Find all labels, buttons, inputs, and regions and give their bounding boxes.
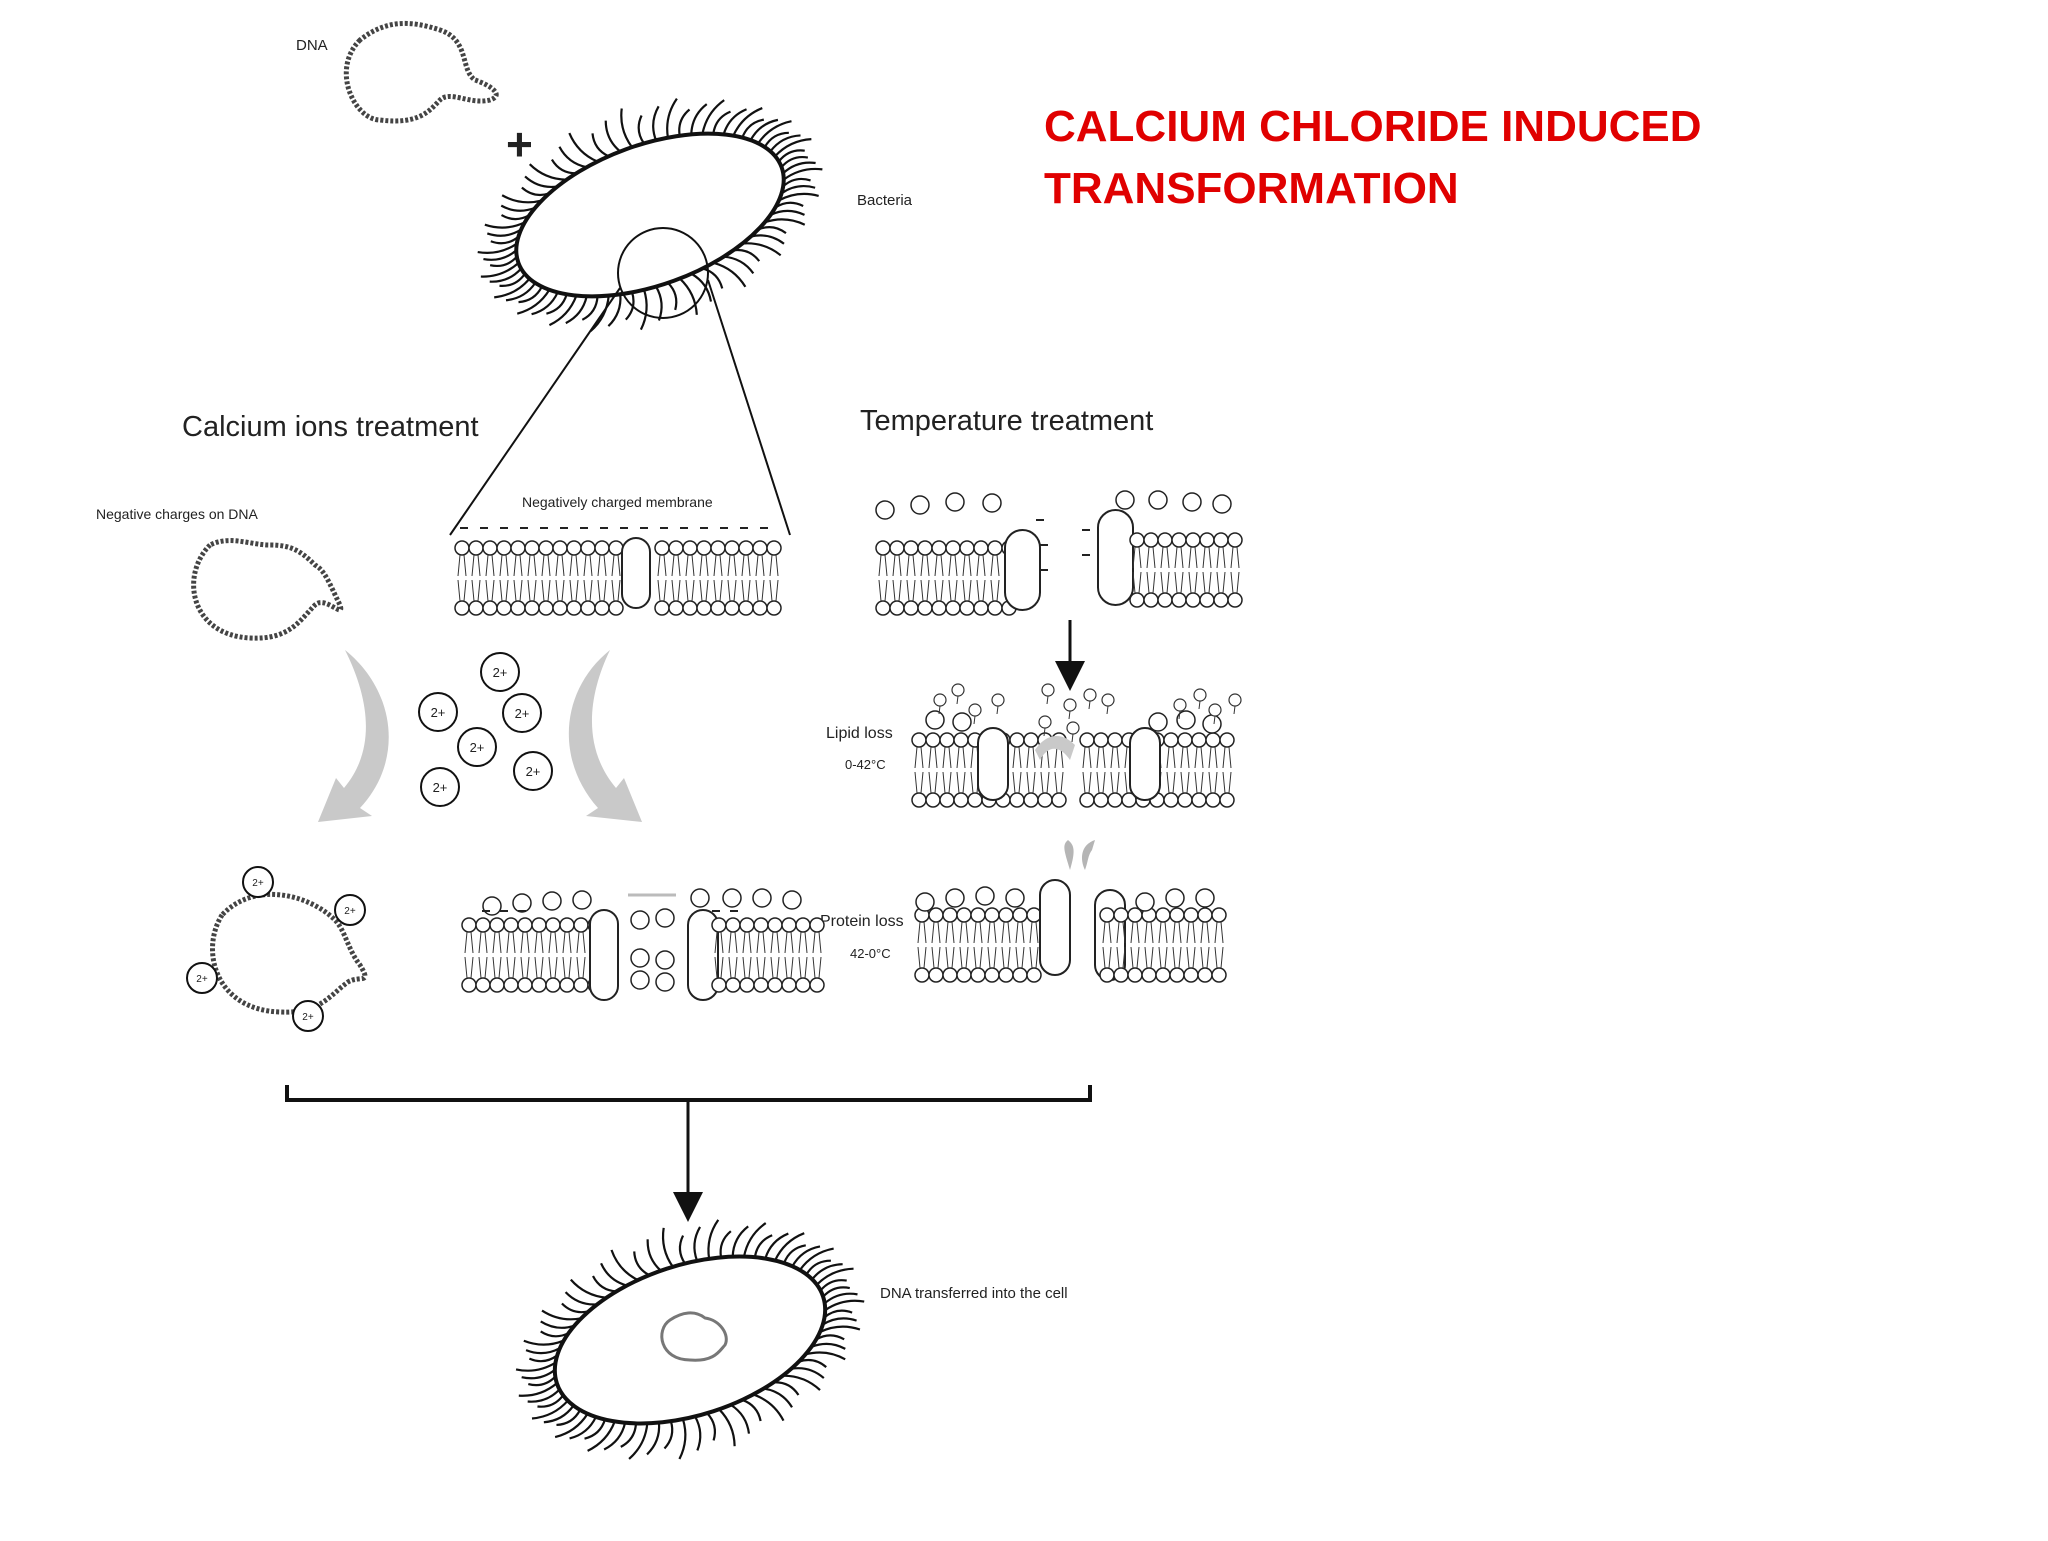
- membrane-lipid-loss: [911, 683, 1242, 808]
- calcium-ion: [420, 767, 460, 807]
- label-dna-transferred: DNA transferred into the cell: [880, 1285, 1068, 1302]
- merge-bracket: [285, 1085, 1092, 1102]
- bacteria-cell-final: [515, 1219, 865, 1460]
- negative-dna-plasmid: [191, 538, 344, 641]
- label-dna: DNA: [296, 37, 328, 54]
- calcium-ion: [457, 727, 497, 767]
- label-protein-temp: 42-0°C: [850, 946, 891, 961]
- calcium-ion: [186, 962, 218, 994]
- ion-label: 2+: [515, 706, 530, 721]
- ion-label: 2+: [344, 906, 356, 917]
- ion-label: 2+: [433, 780, 448, 795]
- ions-bound-to-dna: 2+ 2+ 2+ 2+: [186, 866, 366, 1032]
- heading-temperature-treatment: Temperature treatment: [860, 405, 1153, 437]
- title-line-2: TRANSFORMATION: [1044, 164, 1459, 213]
- ion-label: 2+: [196, 974, 208, 985]
- membrane-temperature-initial: [875, 490, 1243, 616]
- zoom-line-left: [449, 287, 621, 536]
- calcium-ion-cluster: 2+ 2+ 2+ 2+ 2+ 2+: [418, 652, 553, 807]
- label-negative-membrane: Negatively charged membrane: [522, 494, 713, 510]
- label-protein-loss: Protein loss: [820, 913, 904, 930]
- top-dna-plasmid: [343, 20, 499, 124]
- ion-label: 2+: [526, 764, 541, 779]
- membrane-calcium-bound: [461, 888, 825, 1001]
- ion-label: 2+: [302, 1012, 314, 1023]
- label-bacteria: Bacteria: [857, 192, 913, 209]
- curved-arrow-left: [318, 650, 389, 822]
- label-lipid-temp: 0-42°C: [845, 757, 886, 772]
- calcium-ion: [292, 1000, 324, 1032]
- calcium-ion: [334, 894, 366, 926]
- label-lipid-loss: Lipid loss: [826, 725, 893, 742]
- zoom-line-right: [707, 279, 791, 536]
- plus-sign: +: [506, 118, 533, 170]
- bacteria-hairs-final: [515, 1219, 865, 1460]
- dna-with-ions: [210, 891, 368, 1015]
- ion-label: 2+: [493, 665, 508, 680]
- membrane-negative: [454, 527, 782, 616]
- label-negative-dna: Negative charges on DNA: [96, 506, 259, 522]
- ion-label: 2+: [431, 705, 446, 720]
- calcium-ion: [480, 652, 520, 692]
- ion-label: 2+: [470, 740, 485, 755]
- page-title: CALCIUM CHLORIDE INDUCED TRANSFORMATION: [1044, 96, 1804, 220]
- calcium-ion: [418, 692, 458, 732]
- calcium-ion: [502, 693, 542, 733]
- membrane-protein-loss: [914, 879, 1227, 983]
- curved-arrow-right: [568, 650, 642, 822]
- up-arrow-grey: [1064, 840, 1095, 870]
- calcium-ion: [513, 751, 553, 791]
- heading-calcium-treatment: Calcium ions treatment: [182, 411, 479, 443]
- title-line-1: CALCIUM CHLORIDE INDUCED: [1044, 102, 1702, 151]
- calcium-ion: [242, 866, 274, 898]
- ion-label: 2+: [252, 878, 264, 889]
- bacteria-cell-top: [477, 98, 823, 333]
